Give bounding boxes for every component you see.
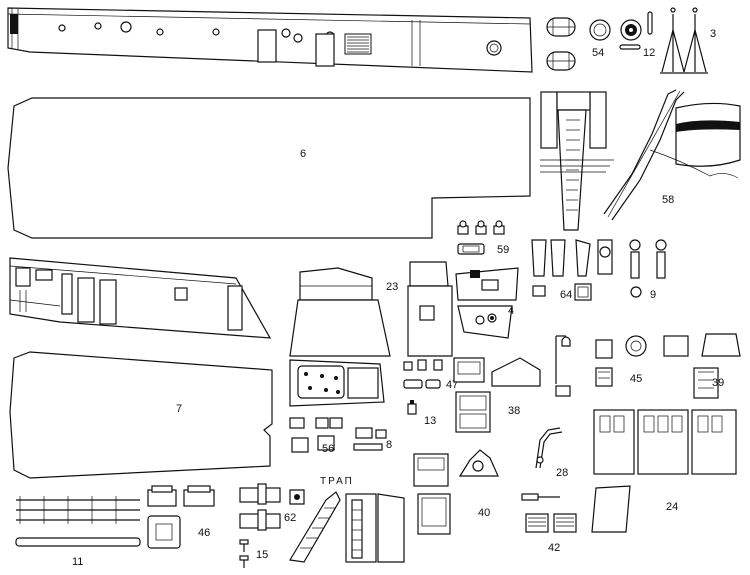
part-number-40: 40 <box>478 507 490 519</box>
part-number-54: 54 <box>592 47 604 59</box>
engine-housing-part <box>453 357 541 433</box>
cable-drum-part <box>693 333 741 399</box>
superstructure-part <box>289 261 453 357</box>
grating-part <box>525 513 577 533</box>
part-number-24: 24 <box>666 501 678 513</box>
part-number-23: 23 <box>386 281 398 293</box>
door-panels-part <box>591 409 737 533</box>
part-number-7: 7 <box>176 403 182 415</box>
hull-side-strip-top <box>7 7 533 73</box>
part-number-4: 4 <box>508 305 514 317</box>
small-bollards-part <box>403 359 443 389</box>
part-number-11: 11 <box>72 556 83 568</box>
railings-part <box>15 496 141 547</box>
hatch-covers-part <box>147 485 215 549</box>
part-number-15: 15 <box>256 549 268 561</box>
part-number-42: 42 <box>548 542 560 554</box>
vent-grille <box>347 36 369 53</box>
part-number-28: 28 <box>556 467 568 479</box>
winch-frames-part <box>413 449 499 535</box>
windlass-part <box>239 483 305 531</box>
winch-housing-part <box>455 267 519 339</box>
part-number-64: 64 <box>560 289 572 301</box>
deck-winches-part <box>595 335 689 387</box>
part-number-62: 62 <box>284 512 296 524</box>
part-number-59: 59 <box>497 244 509 256</box>
gangway-ladder-part <box>540 89 741 231</box>
part-number-46: 46 <box>198 527 210 539</box>
trap-label: ТРАП <box>320 476 354 487</box>
lifebuoy-part <box>619 11 653 50</box>
part-number-45: 45 <box>630 373 642 385</box>
part-number-38: 38 <box>508 405 520 417</box>
part-number-13: 13 <box>424 415 436 427</box>
bollards-part <box>457 220 505 255</box>
part-number-6: 6 <box>300 148 306 160</box>
part-number-58: 58 <box>662 194 674 206</box>
hull-side-strip-lower <box>9 257 272 339</box>
small-fittings-part <box>353 400 417 451</box>
part-number-12: 12 <box>643 47 655 59</box>
life-rafts-part <box>546 17 611 71</box>
part-number-3: 3 <box>710 28 716 40</box>
trap-stairs-part <box>289 491 405 563</box>
deck-fittings-part <box>531 239 667 301</box>
part-number-39: 39 <box>712 377 724 389</box>
deck-plate-part <box>7 97 531 239</box>
bridge-deck-part <box>289 359 385 453</box>
lamp-post-part <box>555 335 571 397</box>
masts-part <box>660 7 708 74</box>
part-number-9: 9 <box>650 289 656 301</box>
part-number-56: 56 <box>322 443 334 455</box>
pins-part <box>239 539 249 568</box>
lower-deck-plate-part <box>9 351 273 479</box>
part-number-8: 8 <box>386 439 392 451</box>
crane-part <box>521 427 563 501</box>
